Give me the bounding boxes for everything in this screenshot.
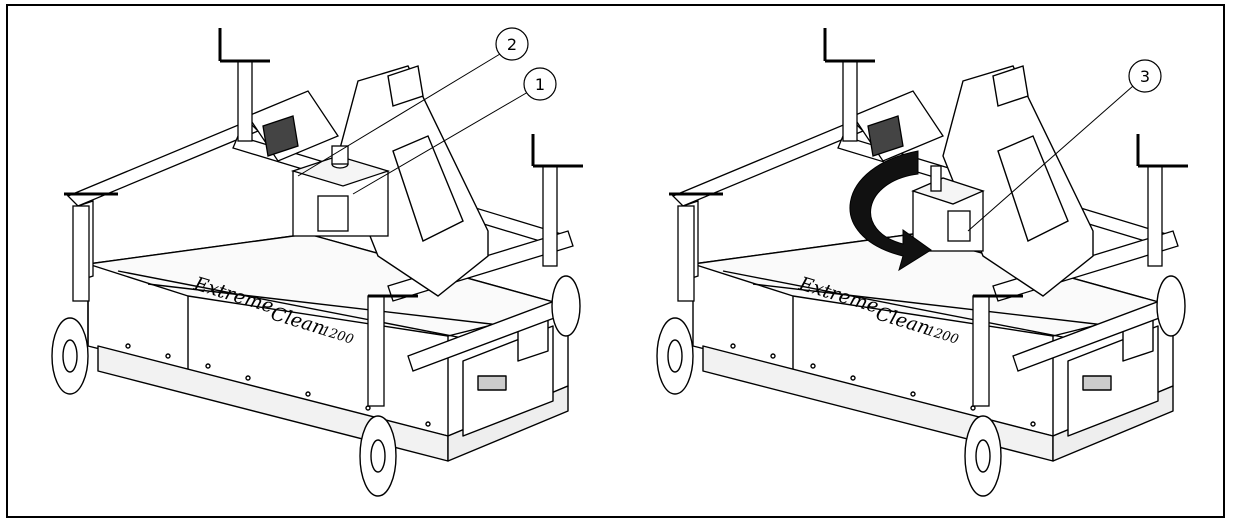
callout-right-first: 3 <box>1140 67 1150 86</box>
callout-left-first: 2 <box>507 35 517 54</box>
figure-frame: Extreme Clean 1200 2 1 <box>6 4 1225 518</box>
hydraulic-motor-rotated <box>852 90 985 252</box>
rotation-arrow-icon <box>849 150 932 272</box>
callout-left-second: 1 <box>535 75 545 94</box>
machine-view-after: Extreme Clean 1200 3 <box>656 28 1188 497</box>
a-frame-mount <box>337 65 489 297</box>
callout-group-left: 2 1 <box>297 27 557 195</box>
jack-stands-right <box>669 28 1188 407</box>
machine-view-before: Extreme Clean 1200 2 1 <box>51 27 583 497</box>
callout-circle-right-first <box>1128 59 1162 93</box>
caster-wheels-right <box>656 275 1186 497</box>
caster-wheels <box>51 275 581 497</box>
jack-stands <box>64 28 583 407</box>
callout-circle-left-first <box>495 27 529 61</box>
callout-group-right: 3 <box>967 59 1162 232</box>
hydraulic-motor <box>247 90 391 237</box>
callout-circle-left-second <box>523 67 557 101</box>
